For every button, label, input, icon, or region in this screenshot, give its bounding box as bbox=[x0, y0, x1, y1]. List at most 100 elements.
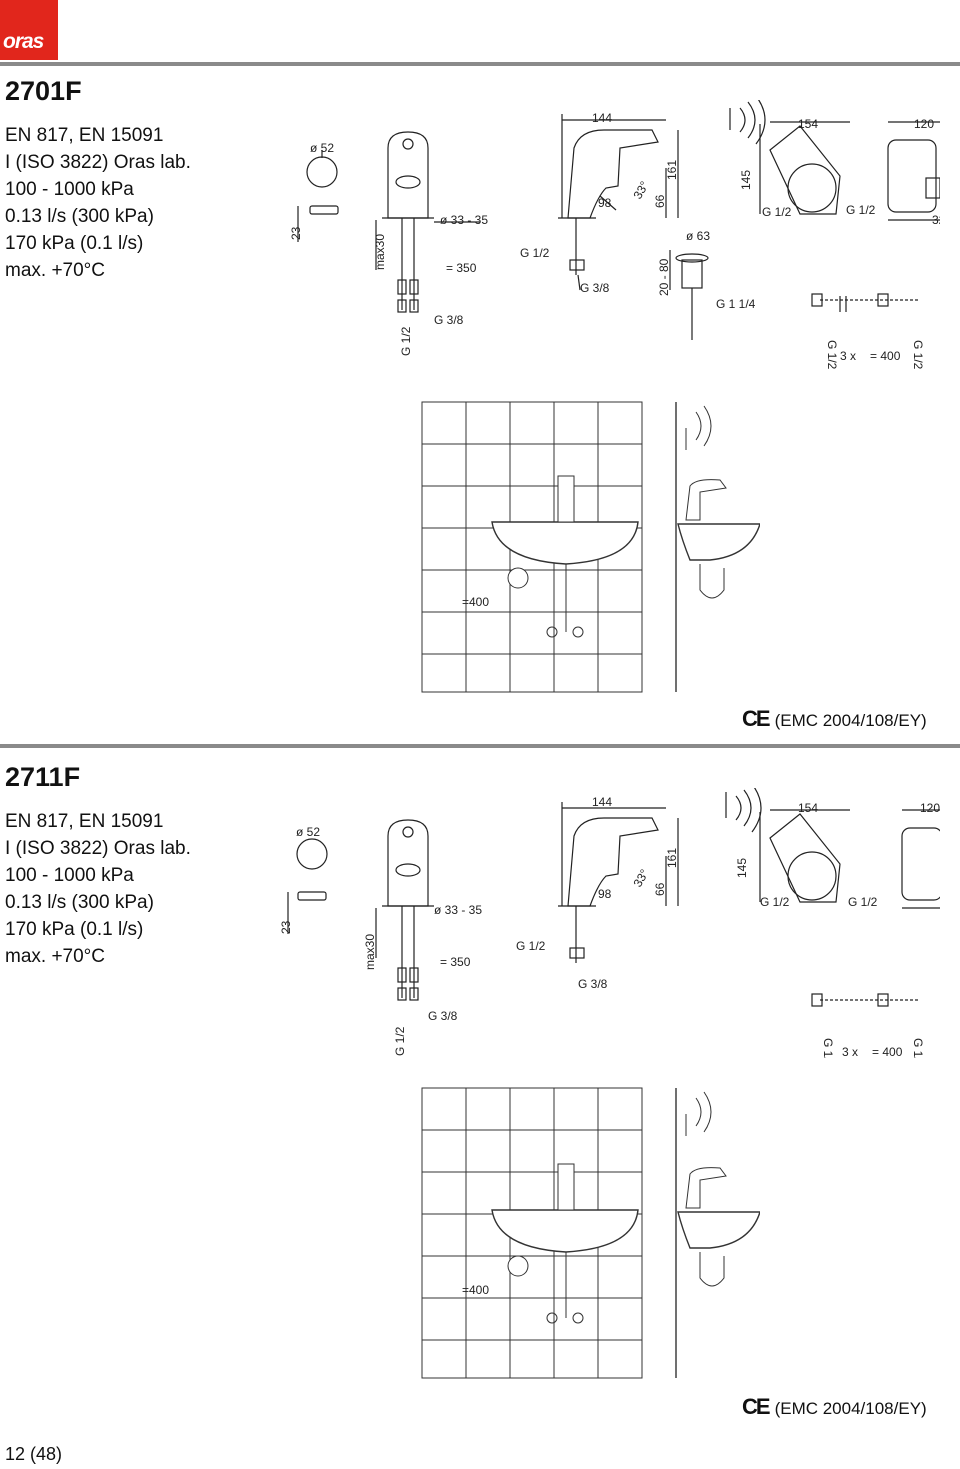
dim-sensor-height: 23 bbox=[280, 920, 293, 934]
spec-standard: EN 817, EN 15091 bbox=[5, 811, 164, 832]
spec-flow: 0.13 l/s (300 kPa) bbox=[5, 892, 154, 913]
tile-wall bbox=[421, 401, 643, 693]
dim-height-66: 66 bbox=[653, 882, 667, 896]
section-divider bbox=[0, 744, 960, 748]
install-hose-label: =400 bbox=[462, 595, 489, 609]
tile-wall bbox=[421, 1087, 643, 1379]
dim-sensor-diameter: ø 52 bbox=[296, 825, 320, 839]
installation-drawing: =400 bbox=[421, 1087, 760, 1379]
dim-hose-g12-right: G 1/2 bbox=[911, 1038, 925, 1058]
dim-thread-g12: G 1/2 bbox=[399, 326, 413, 356]
drain-valve bbox=[675, 253, 709, 263]
ce-mark: CE(EMC 2004/108/EY) bbox=[742, 706, 927, 732]
logo-text: oras bbox=[3, 30, 44, 53]
dim-reach-98: 98 bbox=[598, 887, 612, 901]
dim-hole-diameter: ø 33 - 35 bbox=[434, 903, 482, 917]
dim-drain-range: 20 - 80 bbox=[657, 258, 671, 296]
dim-max-thickness: max30 bbox=[363, 934, 377, 970]
dim-drain-thread: G 1 1/4 bbox=[716, 297, 756, 311]
control-unit bbox=[769, 125, 841, 215]
dim-port-g12-right: G 1/2 bbox=[848, 895, 878, 909]
spec-pressure: 100 - 1000 kPa bbox=[5, 179, 134, 200]
ce-directive: (EMC 2004/108/EY) bbox=[774, 1399, 927, 1418]
control-unit bbox=[769, 813, 841, 903]
dim-hose-length: = 350 bbox=[440, 955, 471, 969]
dim-height-145: 145 bbox=[735, 858, 749, 878]
dim-angle-33: 33° bbox=[630, 867, 651, 890]
dim-inlet-g12: G 1/2 bbox=[520, 246, 550, 260]
model-title: 2701F bbox=[5, 76, 82, 106]
dim-inlet-g12: G 1/2 bbox=[516, 939, 546, 953]
spec-min-pressure: 170 kPa (0.1 l/s) bbox=[5, 233, 144, 254]
dim-width-120: 120 bbox=[914, 117, 934, 131]
dim-thread-g12: G 1/2 bbox=[393, 1026, 407, 1056]
washbasin-front bbox=[491, 521, 639, 565]
dim-width-144: 144 bbox=[592, 795, 612, 809]
washbasin-front bbox=[491, 1209, 639, 1253]
spec-pressure: 100 - 1000 kPa bbox=[5, 865, 134, 886]
sensor-top-view bbox=[296, 838, 328, 870]
dim-width-144: 144 bbox=[592, 111, 612, 125]
faucet-front-view bbox=[387, 819, 429, 907]
spec-min-pressure: 170 kPa (0.1 l/s) bbox=[5, 919, 144, 940]
dim-port-g12-right: G 1/2 bbox=[846, 203, 876, 217]
dim-height-66: 66 bbox=[653, 194, 667, 208]
ce-icon: CE bbox=[742, 706, 771, 731]
dim-inlet-g38: G 3/8 bbox=[578, 977, 608, 991]
dim-depth-32: 32 bbox=[932, 213, 940, 227]
dim-drain-diameter: ø 63 bbox=[686, 229, 710, 243]
dim-width-120: 120 bbox=[920, 801, 940, 815]
page-number: 12 (48) bbox=[5, 1444, 63, 1464]
faucet-side-view bbox=[567, 817, 659, 907]
dim-hose-count: 3 x bbox=[842, 1045, 858, 1058]
washbasin-side bbox=[677, 523, 760, 561]
spec-list: EN 817, EN 15091 I (ISO 3822) Oras lab. … bbox=[5, 122, 191, 284]
installation-drawing: =400 bbox=[421, 401, 760, 693]
spec-list: EN 817, EN 15091 I (ISO 3822) Oras lab. … bbox=[5, 808, 191, 970]
dim-reach-98: 98 bbox=[598, 196, 612, 210]
spec-noise-class: I (ISO 3822) Oras lab. bbox=[5, 152, 191, 173]
model-title: 2711F bbox=[5, 762, 81, 792]
washbasin-side bbox=[677, 1211, 760, 1249]
dim-sensor-height: 23 bbox=[289, 226, 303, 240]
spec-max-temp: max. +70°C bbox=[5, 946, 106, 967]
power-unit bbox=[901, 827, 940, 901]
dim-hose-length: = 350 bbox=[446, 261, 477, 275]
ce-mark: CE(EMC 2004/108/EY) bbox=[742, 1394, 927, 1420]
dim-hose-len: = 400 bbox=[870, 349, 901, 363]
faucet-side-view bbox=[567, 129, 659, 219]
spec-standard: EN 817, EN 15091 bbox=[5, 125, 164, 146]
dim-hose-count: 3 x bbox=[840, 349, 856, 363]
dim-hole-diameter: ø 33 - 35 bbox=[440, 213, 488, 227]
dim-sensor-diameter: ø 52 bbox=[310, 141, 334, 155]
sensor-top-view bbox=[306, 156, 338, 188]
dim-hose-g12-left: G 1/2 bbox=[821, 1038, 835, 1058]
dim-hose-len: = 400 bbox=[872, 1045, 903, 1058]
dim-port-g12-left: G 1/2 bbox=[760, 895, 790, 909]
section-divider bbox=[0, 62, 960, 66]
spec-max-temp: max. +70°C bbox=[5, 260, 106, 281]
oras-logo: oras bbox=[0, 0, 58, 60]
spec-noise-class: I (ISO 3822) Oras lab. bbox=[5, 838, 191, 859]
faucet-front-view bbox=[387, 131, 429, 219]
dim-height-145: 145 bbox=[739, 170, 753, 190]
dim-height-161: 161 bbox=[665, 848, 679, 868]
dim-thread-g38: G 3/8 bbox=[434, 313, 464, 327]
dim-hose-g12-left: G 1/2 bbox=[825, 340, 839, 370]
technical-drawing: ø 52 23 max30 ø 33 - 35 = 350 G 3/8 G 1/… bbox=[280, 788, 940, 1058]
dim-port-g12-left: G 1/2 bbox=[762, 205, 792, 219]
dim-height-161: 161 bbox=[665, 160, 679, 180]
dim-max-thickness: max30 bbox=[373, 234, 387, 270]
dim-thread-g38: G 3/8 bbox=[428, 1009, 458, 1023]
spec-flow: 0.13 l/s (300 kPa) bbox=[5, 206, 154, 227]
dim-width-154: 154 bbox=[798, 801, 818, 815]
dim-inlet-g38: G 3/8 bbox=[580, 281, 610, 295]
dim-angle-33: 33° bbox=[630, 179, 651, 202]
dim-width-154: 154 bbox=[798, 117, 818, 131]
install-hose-label: =400 bbox=[462, 1283, 489, 1297]
ce-icon: CE bbox=[742, 1394, 771, 1419]
ce-directive: (EMC 2004/108/EY) bbox=[774, 711, 927, 730]
power-unit bbox=[887, 139, 937, 213]
technical-drawing: ø 52 23 max30 ø 33 - 35 = 350 G 3/8 G 1/… bbox=[289, 100, 940, 370]
dim-hose-g12-right: G 1/2 bbox=[911, 340, 925, 370]
